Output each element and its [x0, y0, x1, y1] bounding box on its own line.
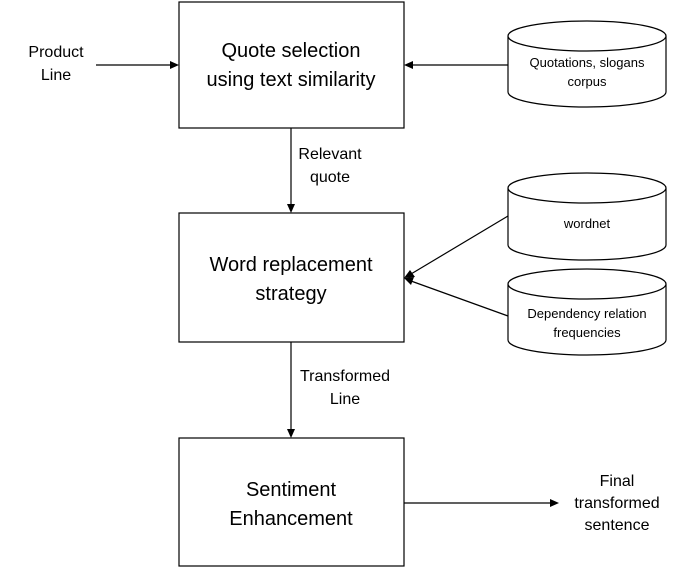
transformed-line-label-2: Line	[330, 391, 360, 408]
arrow-corpus-to-quote-selection	[404, 61, 508, 69]
product-line-label-1: Product	[28, 44, 84, 61]
relevant-quote-label-2: quote	[310, 169, 350, 186]
sentiment-enhancement-label-1: Sentiment	[246, 479, 336, 501]
quote-selection-box: Quote selection using text similarity	[178, 1, 405, 129]
final-sentence-label: Final transformed sentence	[574, 473, 659, 534]
dependency-frequencies-label-2: frequencies	[553, 325, 621, 340]
transformed-line-label-1: Transformed	[300, 368, 390, 385]
word-replacement-label-2: strategy	[255, 283, 326, 305]
final-sentence-label-1: Final	[600, 473, 635, 490]
arrow-sentiment-to-output	[404, 499, 559, 507]
arrow-word-replacement-to-sentiment	[287, 342, 295, 438]
quote-selection-label-2: using text similarity	[207, 69, 376, 91]
dependency-frequencies-database: Dependency relation frequencies	[507, 268, 667, 356]
quotations-corpus-database: Quotations, slogans corpus	[507, 20, 667, 108]
dependency-frequencies-label-1: Dependency relation	[527, 306, 646, 321]
wordnet-database: wordnet	[507, 172, 667, 261]
quotations-corpus-label-1: Quotations, slogans	[530, 55, 645, 70]
sentiment-enhancement-box: Sentiment Enhancement	[178, 437, 405, 567]
wordnet-label: wordnet	[563, 216, 611, 231]
arrow-product-line-to-quote-selection	[96, 61, 179, 69]
transformed-line-label: Transformed Line	[300, 368, 390, 408]
word-replacement-box: Word replacement strategy	[178, 212, 405, 343]
product-line-label-2: Line	[41, 67, 71, 84]
sentiment-enhancement-label-2: Enhancement	[229, 508, 353, 530]
quotations-corpus-label-2: corpus	[567, 74, 607, 89]
product-line-label: Product Line	[28, 44, 84, 84]
quote-selection-label-1: Quote selection	[222, 40, 361, 62]
relevant-quote-label: Relevant quote	[298, 146, 362, 186]
arrow-quote-selection-to-word-replacement	[287, 128, 295, 213]
final-sentence-label-2: transformed	[574, 495, 659, 512]
arrow-dependency-to-word-replacement	[404, 277, 509, 317]
word-replacement-label-1: Word replacement	[209, 254, 372, 276]
arrow-wordnet-to-word-replacement	[404, 215, 509, 278]
final-sentence-label-3: sentence	[585, 517, 650, 534]
relevant-quote-label-1: Relevant	[298, 146, 362, 163]
